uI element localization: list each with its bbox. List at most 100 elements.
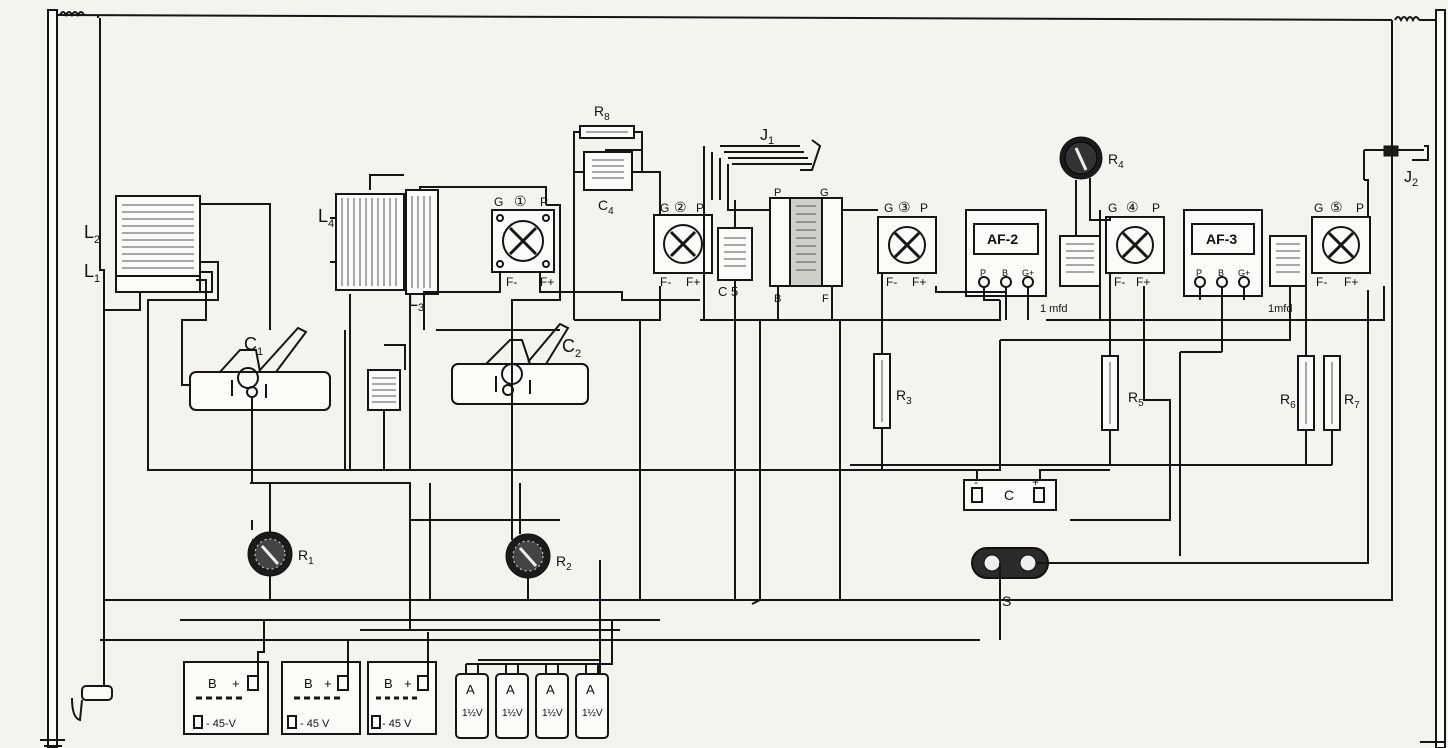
bbat1-plus: +: [232, 676, 240, 691]
cbat-plus: +: [1032, 475, 1039, 489]
condenser-c5: [717, 200, 753, 600]
rheostat-r4: [1059, 136, 1111, 236]
tube-socket-1: [491, 209, 555, 273]
bbat2-b: B: [304, 676, 313, 691]
af3-p: P: [1196, 268, 1202, 278]
resistor-r8: [573, 125, 643, 320]
af2-name: AF-2: [987, 231, 1018, 247]
b-battery-3: [367, 632, 437, 735]
tube2-g: G: [660, 201, 669, 215]
label-l4: L4: [318, 206, 334, 230]
af2-g: G+: [1022, 268, 1034, 278]
tr1-p: P: [774, 187, 781, 199]
af3-name: AF-3: [1206, 231, 1237, 247]
bbat3-plus: +: [404, 676, 412, 691]
acell1-a: A: [466, 682, 475, 697]
tube3-fm: F-: [886, 275, 897, 289]
resistor-r3: [873, 273, 891, 470]
rheostat-r1: [247, 531, 293, 600]
label-l3: L3: [408, 290, 424, 314]
tube-socket-5: [1311, 216, 1371, 274]
tube5-fm: F-: [1316, 275, 1327, 289]
resistor-r6: [1297, 286, 1315, 465]
tube4-g: G: [1108, 201, 1117, 215]
tube2-fp: F+: [686, 275, 700, 289]
b-battery-1: [183, 620, 269, 735]
switch-s: [971, 290, 1369, 640]
tube1-fm: F-: [506, 275, 517, 289]
bus-wiring: [100, 20, 1393, 680]
bbat3-b: B: [384, 676, 393, 691]
lead-in-wire: [97, 15, 105, 680]
af-transformer-1: [769, 197, 878, 320]
tube3-g: G: [884, 201, 893, 215]
left-mast: [40, 9, 65, 748]
af3-g: G+: [1238, 268, 1250, 278]
tube3-p: P: [920, 201, 928, 215]
ground-clamp: [71, 680, 113, 722]
bbat2-plus: +: [324, 676, 332, 691]
antenna-wire: [56, 11, 1436, 23]
label-c4: C4: [598, 197, 614, 217]
acell4-a: A: [586, 682, 595, 697]
label-j2: J2: [1404, 169, 1418, 189]
label-l1: L1: [84, 261, 100, 285]
label-r7: R7: [1344, 391, 1360, 411]
cbat-minus: -: [974, 475, 978, 489]
variable-condenser-c1: [189, 326, 331, 483]
label-r8: R8: [594, 103, 610, 123]
resistor-r5: [1101, 273, 1119, 465]
label-1mfd-a: 1 mfd: [1040, 303, 1068, 315]
tube4-fm: F-: [1114, 275, 1125, 289]
label-l2: L2: [84, 222, 100, 246]
tube5-p: P: [1356, 201, 1364, 215]
coil-l1-l2: [104, 195, 346, 471]
af2-p: P: [980, 268, 986, 278]
acell4-v: 1½V: [582, 708, 603, 719]
tube3-fp: F+: [912, 275, 926, 289]
tube1-g: G: [494, 195, 503, 209]
acell3-v: 1½V: [542, 708, 563, 719]
tube2-p: P: [696, 201, 704, 215]
tube5-g: G: [1314, 201, 1323, 215]
bbat1-b: B: [208, 676, 217, 691]
tube4-num: ④: [1126, 199, 1139, 215]
jack-j1: [703, 139, 822, 320]
acell1-v: 1½V: [462, 708, 483, 719]
condenser-c4: [574, 149, 661, 215]
label-1mfd-b: 1mfd: [1268, 303, 1292, 315]
jack-j2: [1363, 145, 1429, 217]
resistor-r7: [1323, 355, 1341, 465]
bbat1-volt: - 45-V: [206, 718, 237, 730]
coupling-condenser-1: [1059, 235, 1101, 287]
a-cells: [455, 620, 613, 739]
tube1-p: P: [540, 195, 548, 209]
label-r4: R4: [1108, 151, 1124, 171]
tube4-fp: F+: [1136, 275, 1150, 289]
bbat2-volt: - 45 V: [300, 718, 330, 730]
tube-socket-3: [877, 216, 937, 274]
c-battery: [963, 440, 1110, 511]
af-transformer-3: [1183, 209, 1263, 352]
rheostat-r2: [505, 533, 551, 600]
tube3-num: ③: [898, 199, 911, 215]
label-r3: R3: [896, 387, 912, 407]
tr1-b: B: [774, 293, 781, 305]
tube5-num: ⑤: [1330, 199, 1343, 215]
tr1-f: F: [822, 293, 829, 305]
label-r2: R2: [556, 553, 572, 573]
label-c2: C2: [562, 336, 581, 360]
bbat3-volt: - 45 V: [382, 718, 412, 730]
tube-socket-2: [653, 214, 713, 274]
label-c1: C1: [244, 334, 263, 358]
af-transformer-2: [965, 209, 1047, 320]
coil-l3-l4: [330, 174, 547, 470]
label-r5: R5: [1128, 389, 1144, 409]
tube1-fp: F+: [540, 275, 554, 289]
tube2-fm: F-: [660, 275, 671, 289]
b-battery-2: [281, 640, 361, 735]
label-r6: R6: [1280, 391, 1296, 411]
grid-condenser: [367, 344, 406, 470]
tube2-num: ②: [674, 199, 687, 215]
